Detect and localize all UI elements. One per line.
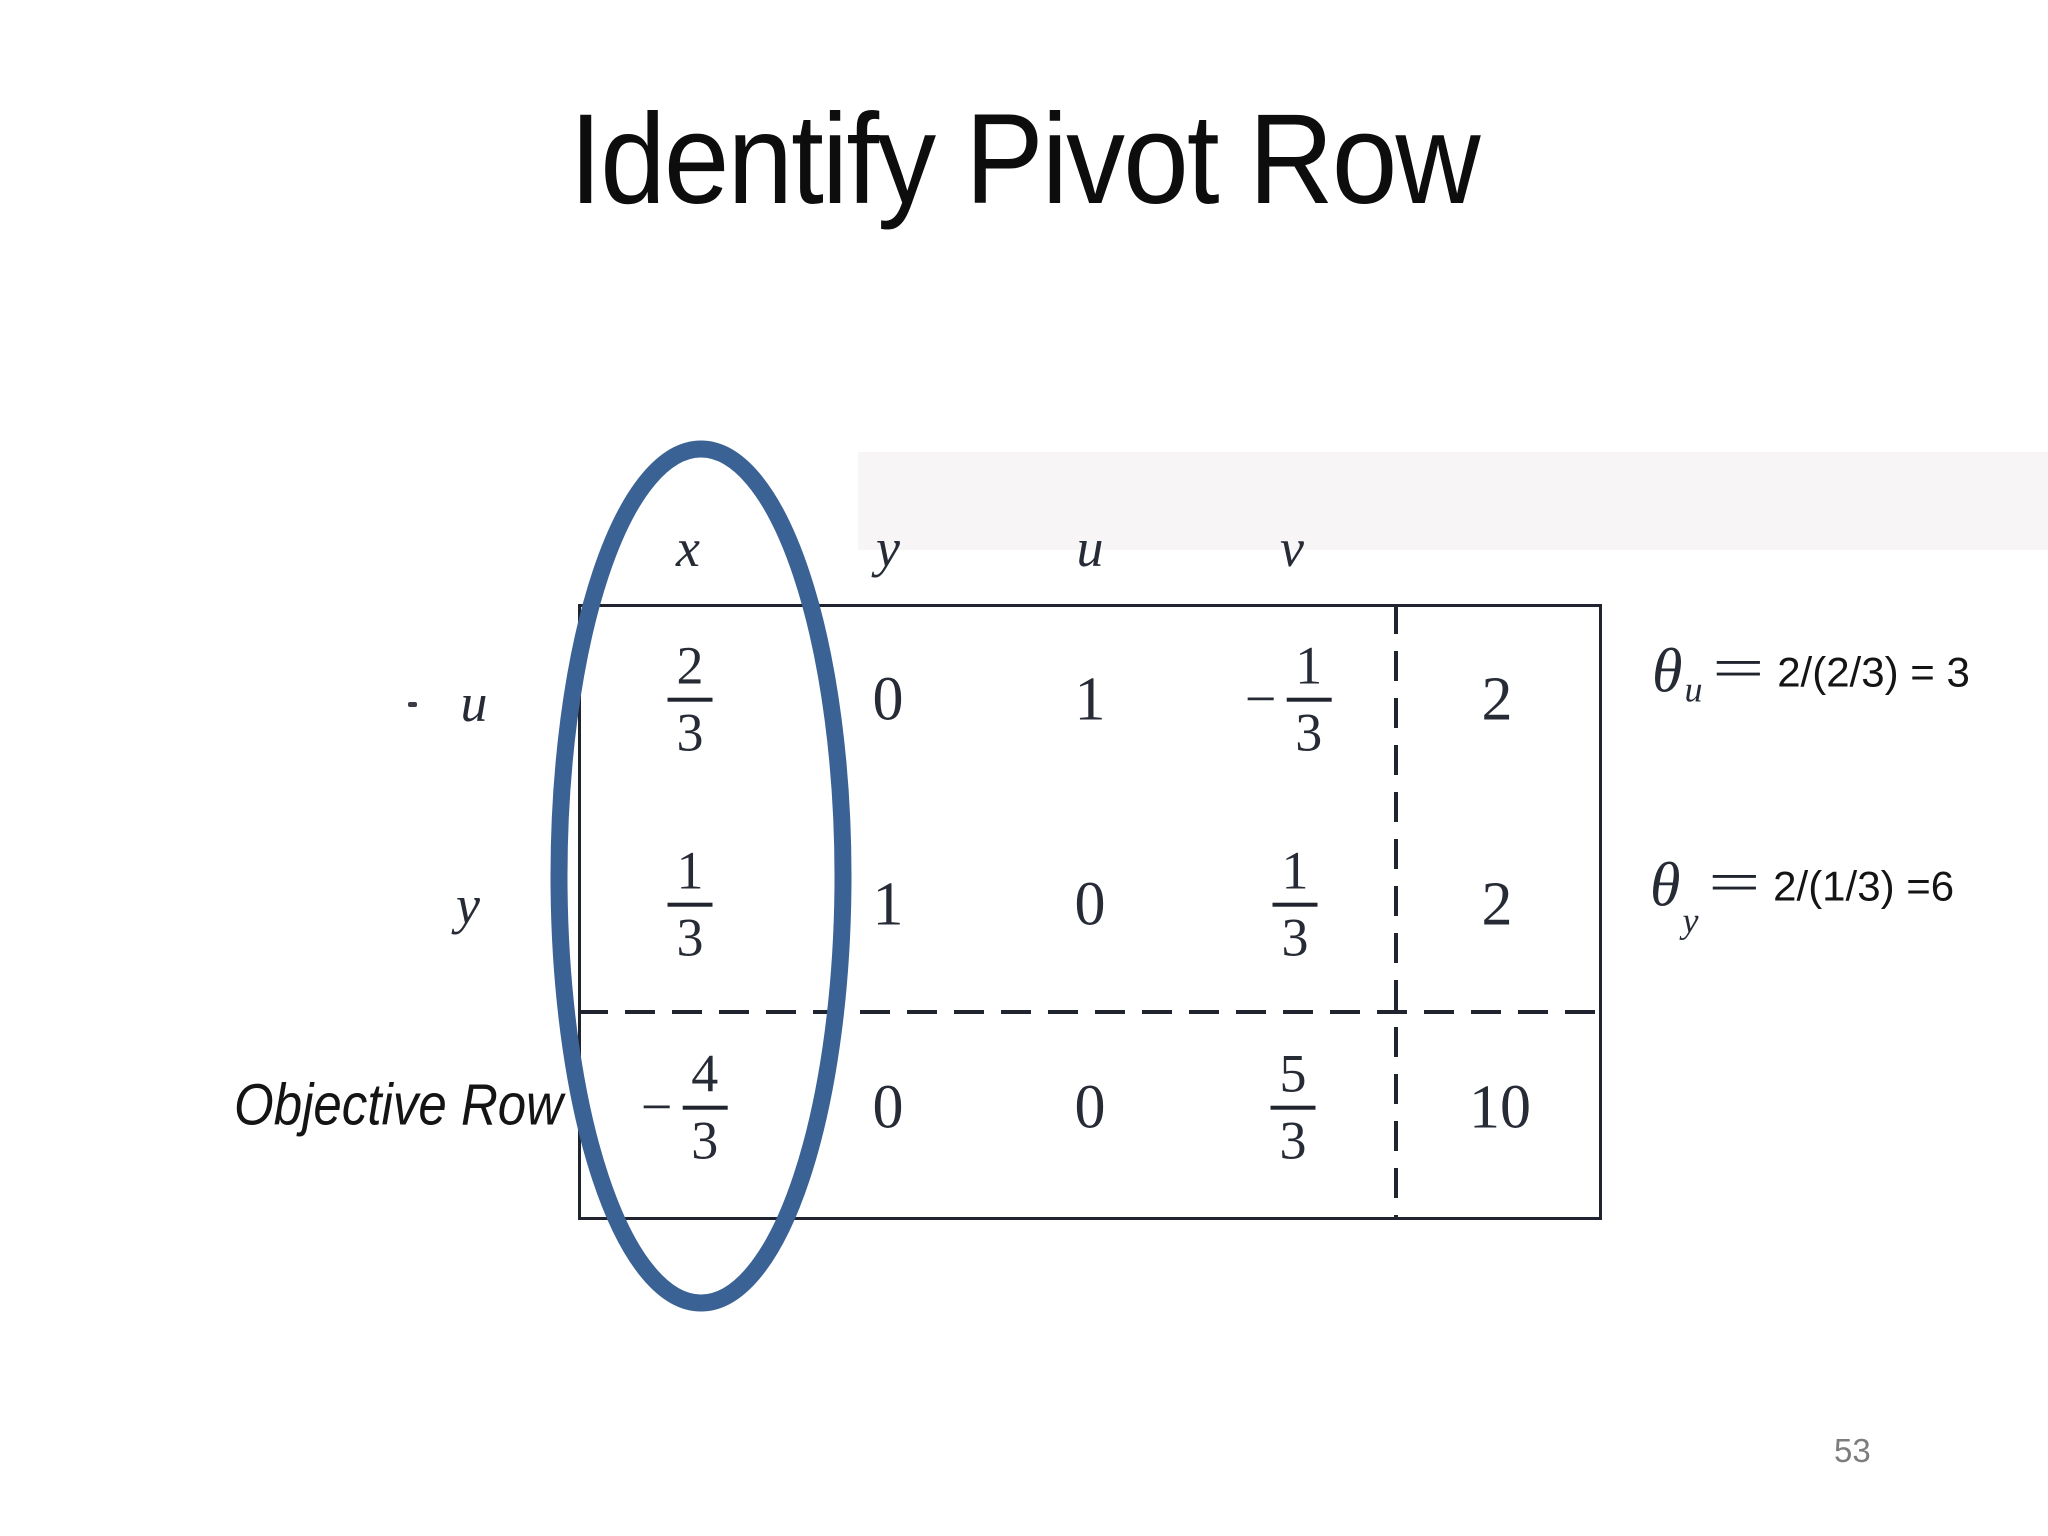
scan-background-band	[858, 452, 2048, 550]
cell-obj-v: 5 3	[1270, 1047, 1316, 1171]
stray-dot	[408, 702, 417, 707]
cell-obj-u: 0	[1074, 1073, 1106, 1142]
fraction-numerator: 5	[1270, 1047, 1316, 1110]
theta-subscript: u	[1684, 669, 1703, 709]
fraction-numerator: 1	[1272, 844, 1318, 907]
page-number: 53	[1834, 1432, 1871, 1469]
cell-u-y: 0	[872, 665, 904, 734]
cell-obj-y: 0	[872, 1073, 904, 1142]
fraction: 1 3	[667, 844, 713, 968]
fraction-numerator: 4	[682, 1047, 728, 1110]
theta-u-expression: 2/(2/3) = 3	[1777, 648, 1970, 695]
cell-u-v: − 1 3	[1244, 639, 1332, 763]
theta-symbol: θ	[1650, 851, 1681, 920]
cell-y-y: 1	[872, 870, 904, 939]
column-header-v: v	[1280, 518, 1304, 578]
fraction-denominator: 3	[1295, 703, 1323, 763]
theta-y-expression: 2/(1/3) =6	[1773, 862, 1955, 909]
slide-title: Identify Pivot Row	[569, 88, 1480, 231]
row-label-u: u	[460, 673, 488, 733]
cell-u-rhs: 2	[1481, 665, 1513, 734]
theta-subscript: y	[1682, 900, 1699, 940]
cell-y-rhs: 2	[1481, 870, 1513, 939]
rhs-dashed-separator	[1394, 604, 1398, 1220]
cell-u-u: 1	[1074, 665, 1106, 734]
fraction-denominator: 3	[691, 1111, 719, 1171]
pivot-column-ellipse-stroke	[550, 440, 852, 1312]
cell-y-x: 1 3	[667, 844, 713, 968]
column-header-y: y	[876, 518, 900, 578]
column-header-x: x	[676, 518, 700, 578]
cell-obj-rhs: 10	[1469, 1073, 1531, 1142]
theta-y-ratio: θ y = 2/(1/3) =6	[1650, 849, 1955, 941]
fraction: 1 3	[1272, 844, 1318, 968]
fraction-numerator: 1	[1286, 639, 1332, 702]
equals-sign: =	[1712, 635, 1766, 701]
tableau-border	[578, 604, 1602, 1220]
fraction-numerator: 2	[667, 639, 713, 702]
fraction: 2 3	[667, 639, 713, 763]
fraction-denominator: 3	[1279, 1111, 1307, 1171]
cell-y-u: 0	[1074, 870, 1106, 939]
pivot-column-ellipse	[550, 440, 852, 1312]
fraction-numerator: 1	[667, 844, 713, 907]
row-label-y: y	[456, 875, 480, 935]
objective-dashed-separator	[578, 1010, 1602, 1014]
cell-u-x: 2 3	[667, 639, 713, 763]
fraction: 1 3	[1286, 639, 1332, 763]
fraction-denominator: 3	[676, 703, 704, 763]
cell-obj-x: − 4 3	[640, 1047, 728, 1171]
fraction-denominator: 3	[676, 908, 704, 968]
equals-sign: =	[1708, 849, 1761, 915]
fraction: 5 3	[1270, 1047, 1316, 1171]
column-header-u: u	[1076, 518, 1104, 578]
cell-y-v: 1 3	[1272, 844, 1318, 968]
objective-row-label: Objective Row	[234, 1072, 564, 1138]
fraction: 4 3	[682, 1047, 728, 1171]
theta-u-ratio: θ u = 2/(2/3) = 3	[1652, 635, 1970, 710]
minus-sign: −	[640, 1077, 673, 1139]
theta-symbol: θ	[1652, 637, 1683, 706]
fraction-denominator: 3	[1281, 908, 1309, 968]
minus-sign: −	[1244, 669, 1277, 731]
